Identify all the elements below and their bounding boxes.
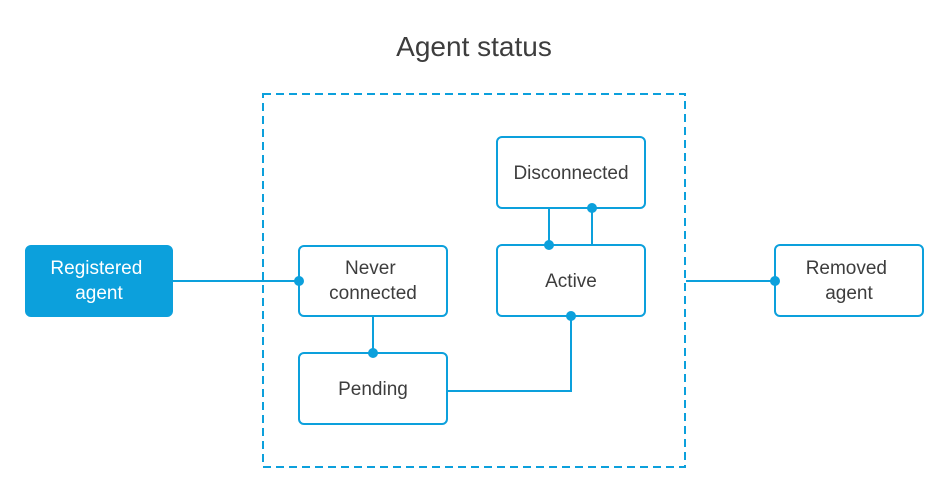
node-active: Active xyxy=(496,244,646,317)
registered-agent-label-line1: Registered xyxy=(50,258,142,279)
node-disconnected: Disconnected xyxy=(496,136,646,209)
connectors xyxy=(172,208,775,392)
disconnected-box xyxy=(496,136,646,209)
diagram-title: Agent status xyxy=(396,31,552,62)
pending-label: Pending xyxy=(338,379,408,400)
registered-agent-label-line2: agent xyxy=(75,283,123,304)
connector-pending-to-active xyxy=(447,316,572,392)
removed-agent-label-line2: agent xyxy=(825,283,873,304)
never-connected-label-line1: Never xyxy=(345,258,396,279)
connector-dots xyxy=(294,203,780,358)
removed-agent-label: Removed agent xyxy=(806,258,893,304)
dot-active-top-input xyxy=(544,240,554,250)
dot-never-connected-input xyxy=(294,276,304,286)
registered-agent-box xyxy=(25,245,173,317)
never-connected-box xyxy=(298,245,448,317)
never-connected-label: Never connected xyxy=(329,258,417,304)
registered-agent-label: Registered agent xyxy=(50,258,147,304)
node-removed-agent: Removed agent xyxy=(774,244,924,317)
node-registered-agent: Registered agent xyxy=(25,245,173,317)
node-pending: Pending xyxy=(298,352,448,425)
node-never-connected: Never connected xyxy=(298,245,448,317)
removed-agent-box xyxy=(774,244,924,317)
dot-pending-input xyxy=(368,348,378,358)
disconnected-label: Disconnected xyxy=(513,163,628,184)
dot-active-bottom-input xyxy=(566,311,576,321)
active-label: Active xyxy=(545,271,597,292)
agent-status-group-frame xyxy=(262,93,686,468)
dot-removed-agent-input xyxy=(770,276,780,286)
dot-disconnected-bottom-input xyxy=(587,203,597,213)
never-connected-label-line2: connected xyxy=(329,283,417,304)
removed-agent-label-line1: Removed xyxy=(806,258,887,279)
